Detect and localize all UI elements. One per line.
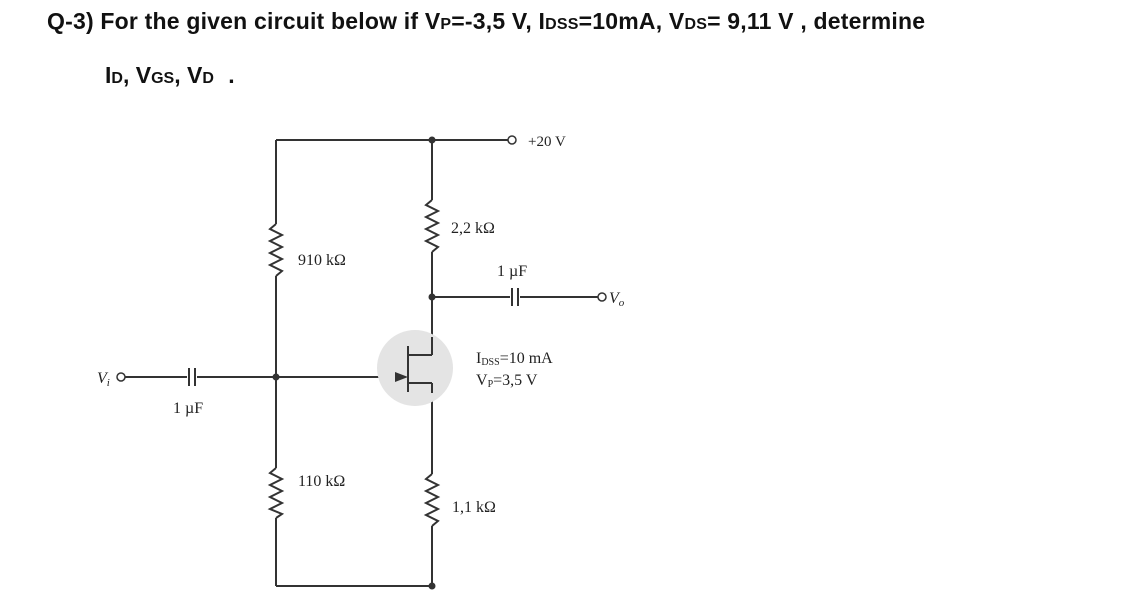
question-line-1: Q-3) For the given circuit below if VP=-… bbox=[47, 8, 925, 35]
r2-label: 110 kΩ bbox=[298, 473, 345, 490]
vgs-sub: GS bbox=[151, 70, 175, 87]
vi-terminal bbox=[116, 372, 126, 382]
id-symbol: I bbox=[105, 62, 112, 88]
vds-sub: DS bbox=[684, 16, 708, 33]
vd-sub: D bbox=[202, 70, 214, 87]
rd-2-2k-resistor bbox=[423, 199, 441, 253]
supply-label: +20 V bbox=[528, 134, 566, 150]
question-lead: For the given circuit below if bbox=[100, 8, 419, 34]
rs-1-1k-resistor bbox=[423, 473, 441, 527]
vp-sub: P bbox=[440, 16, 452, 33]
vp-symbol: V bbox=[424, 8, 441, 34]
circuit-wires bbox=[125, 139, 598, 587]
id-sub: D bbox=[111, 70, 123, 87]
question-line-2: ID, VGS, VD . bbox=[105, 62, 235, 89]
jfet-body-circle bbox=[377, 330, 453, 406]
r2-110k-resistor bbox=[267, 467, 285, 519]
r1-label: 910 kΩ bbox=[298, 252, 346, 269]
vgs-symbol: V bbox=[135, 62, 152, 88]
vp-annotation: VP=3,5 V bbox=[476, 372, 538, 390]
idss-value: =10mA, bbox=[578, 8, 663, 34]
question-number: Q-3) bbox=[47, 8, 94, 34]
r1-910k-resistor bbox=[267, 223, 285, 277]
rs-label: 1,1 kΩ bbox=[452, 499, 496, 516]
sep-2: , bbox=[174, 62, 181, 88]
cout-label: 1 µF bbox=[497, 263, 527, 280]
junction-top bbox=[428, 136, 436, 144]
sep-1: , bbox=[122, 62, 130, 88]
vds-value: = 9,11 V , bbox=[707, 8, 807, 34]
vds-symbol: V bbox=[668, 8, 685, 34]
idss-symbol: I bbox=[538, 8, 546, 34]
cin-label: 1 µF bbox=[173, 400, 203, 417]
jfet-gate-arrow bbox=[395, 372, 408, 382]
supply-terminal bbox=[507, 135, 517, 145]
question-verb: determine bbox=[813, 8, 926, 34]
rd-label: 2,2 kΩ bbox=[451, 220, 495, 237]
vo-terminal bbox=[597, 292, 607, 302]
vi-label: Vi bbox=[97, 370, 110, 389]
idss-sub: DSS bbox=[545, 16, 579, 33]
vd-symbol: V bbox=[186, 62, 203, 88]
jfet-transistor bbox=[377, 330, 453, 406]
junction-drain bbox=[428, 293, 436, 301]
junction-dots bbox=[272, 136, 436, 590]
vo-label: Vo bbox=[609, 290, 625, 309]
junction-bottom bbox=[428, 582, 436, 590]
junction-gate bbox=[272, 373, 280, 381]
vp-value: =-3,5 V, bbox=[451, 8, 532, 34]
idss-annotation: IDSS=10 mA bbox=[476, 350, 553, 368]
end-dot: . bbox=[228, 62, 235, 88]
